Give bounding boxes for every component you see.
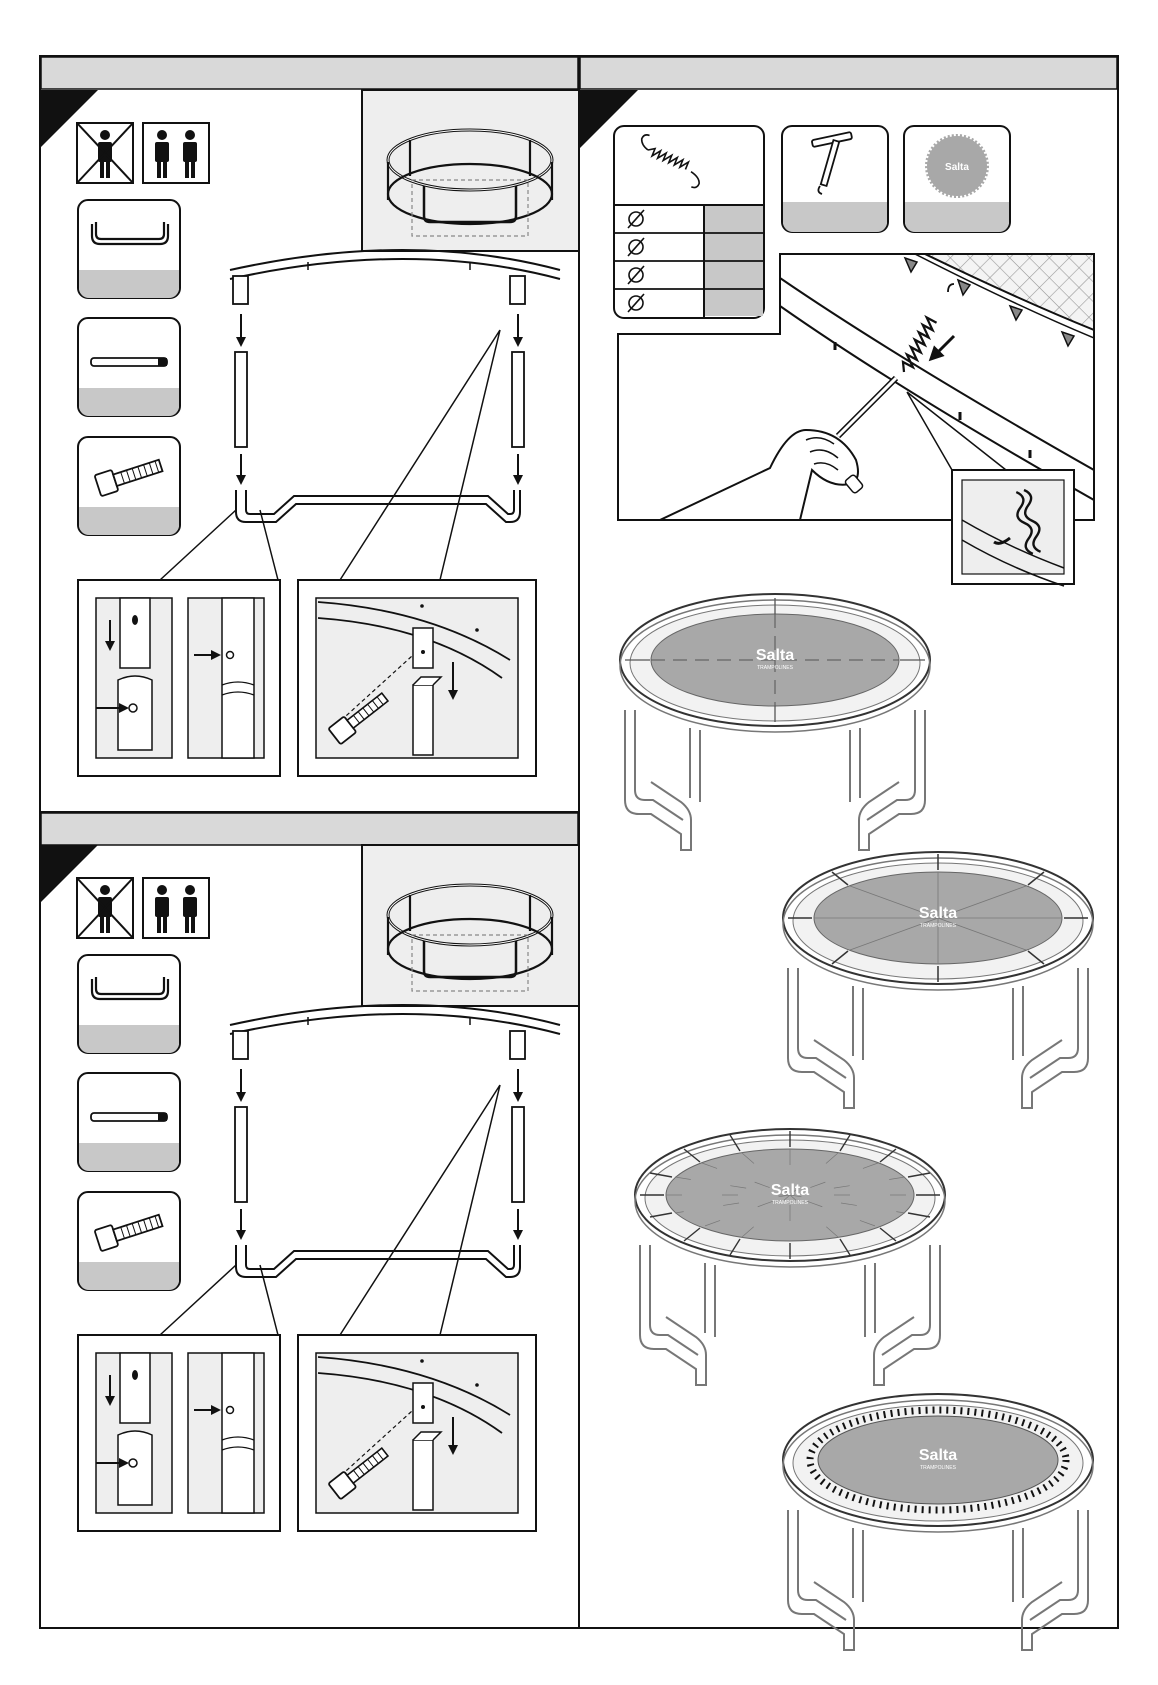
mat-badge-tile: Salta: [904, 126, 1010, 232]
mat-brand-text-2: Salta: [919, 905, 957, 922]
trampoline-stage-1: Salta TRAMPOLINES: [620, 594, 930, 850]
step-a-panel: [40, 90, 579, 776]
mat-brand-text-4: Salta: [919, 1447, 957, 1464]
mat-brand-text-1: Salta: [756, 647, 794, 664]
tool-tile: [782, 126, 888, 232]
mat-sub-text-1: TRAMPOLINES: [757, 665, 794, 671]
mat-brand-text-3: Salta: [771, 1182, 809, 1199]
step-b-header-bar: [41, 813, 578, 845]
step-b-panel: [40, 845, 579, 1531]
badge-brand-text: Salta: [945, 162, 969, 173]
step-c-panel: Salta: [580, 90, 1094, 1650]
trampoline-stage-4: Salta TRAMPOLINES: [783, 1394, 1093, 1650]
mat-sub-text-3: TRAMPOLINES: [772, 1200, 809, 1206]
step-a-header-bar: [41, 57, 578, 89]
spring-tile: [614, 126, 764, 318]
salta-mat-badge-icon: Salta: [927, 136, 987, 196]
trampoline-stage-2: Salta TRAMPOLINES: [783, 852, 1093, 1108]
trampoline-stage-3: Salta TRAMPOLINES: [635, 1129, 945, 1385]
mat-sub-text-2: TRAMPOLINES: [920, 923, 957, 929]
step-c-header-bar: [580, 57, 1117, 89]
mat-sub-text-4: TRAMPOLINES: [920, 1465, 957, 1471]
